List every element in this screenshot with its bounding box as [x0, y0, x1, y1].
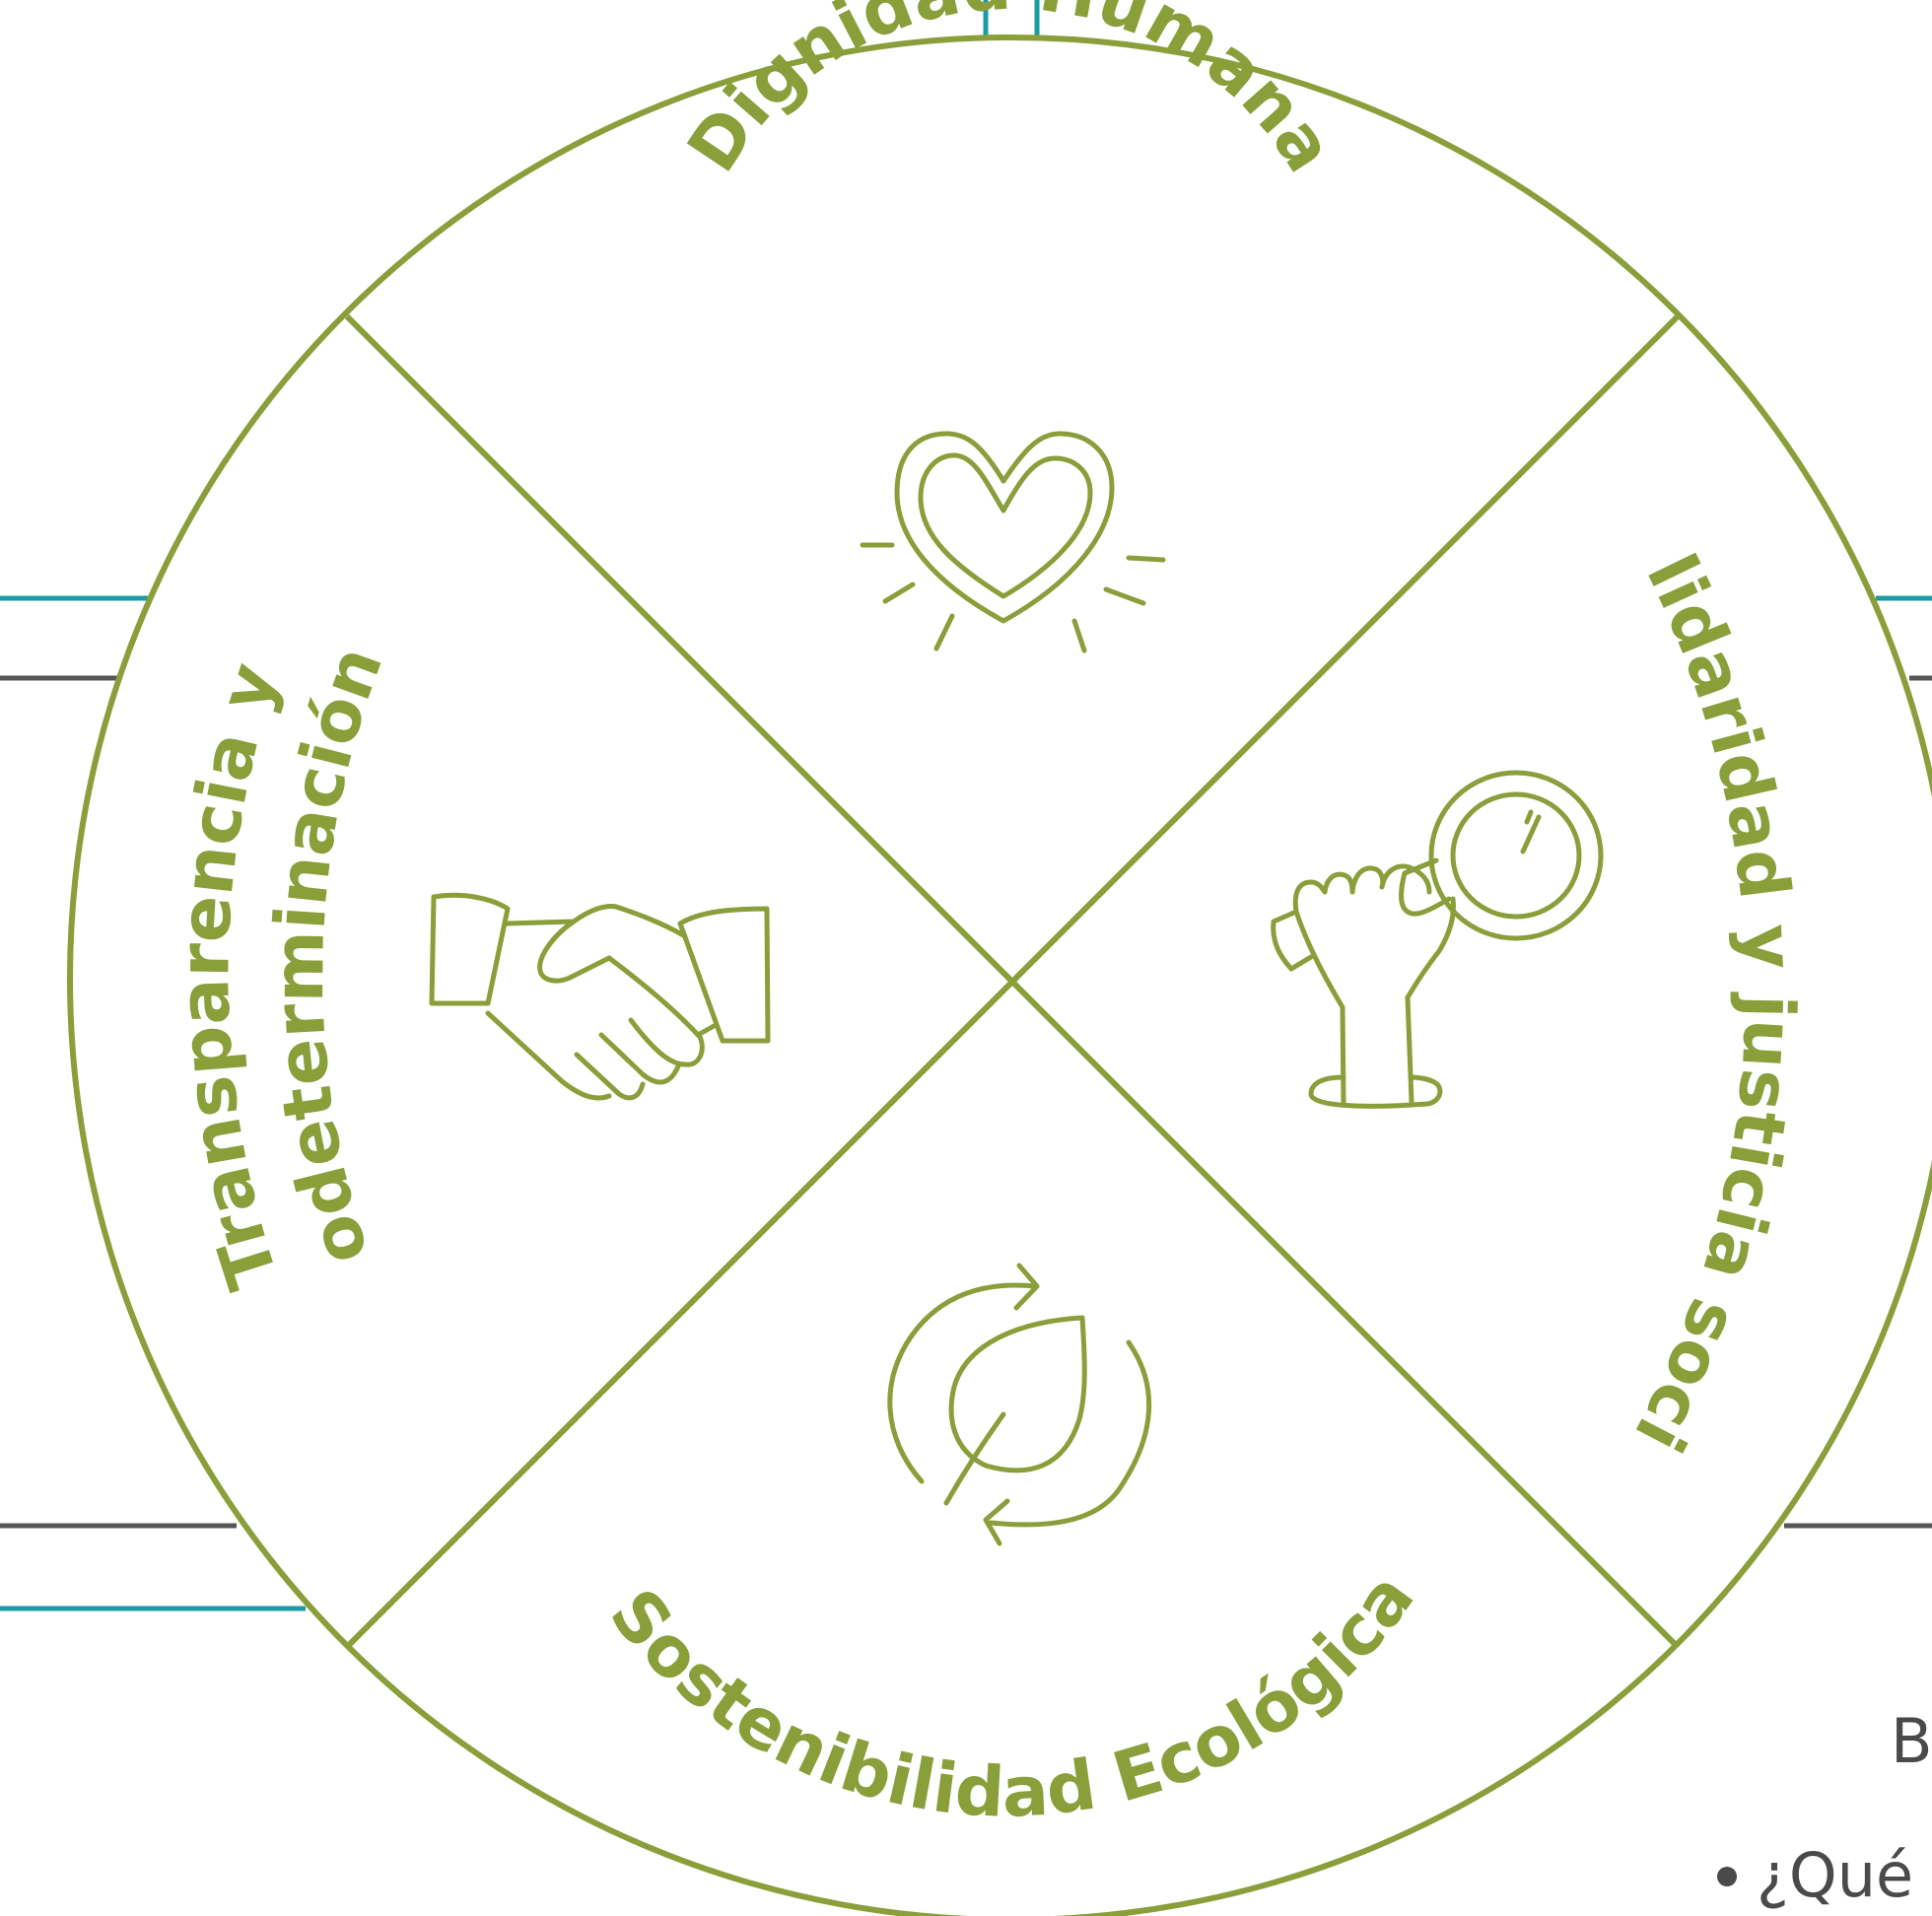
- heart-icon: [860, 431, 1166, 653]
- side-heading-fragment: B: [1891, 1705, 1932, 1777]
- side-bullet-fragment: ¿Qué: [1757, 1839, 1913, 1911]
- handshake-icon: [429, 892, 771, 1101]
- recycle-leaf-icon: [887, 1263, 1152, 1546]
- raised-fist-magnifier-icon: [1271, 770, 1604, 1109]
- wheel-divider: [344, 313, 1681, 1650]
- bullet-dot: [1717, 1867, 1737, 1886]
- wheel: [67, 34, 1932, 1916]
- background-lines: [0, 0, 1932, 1611]
